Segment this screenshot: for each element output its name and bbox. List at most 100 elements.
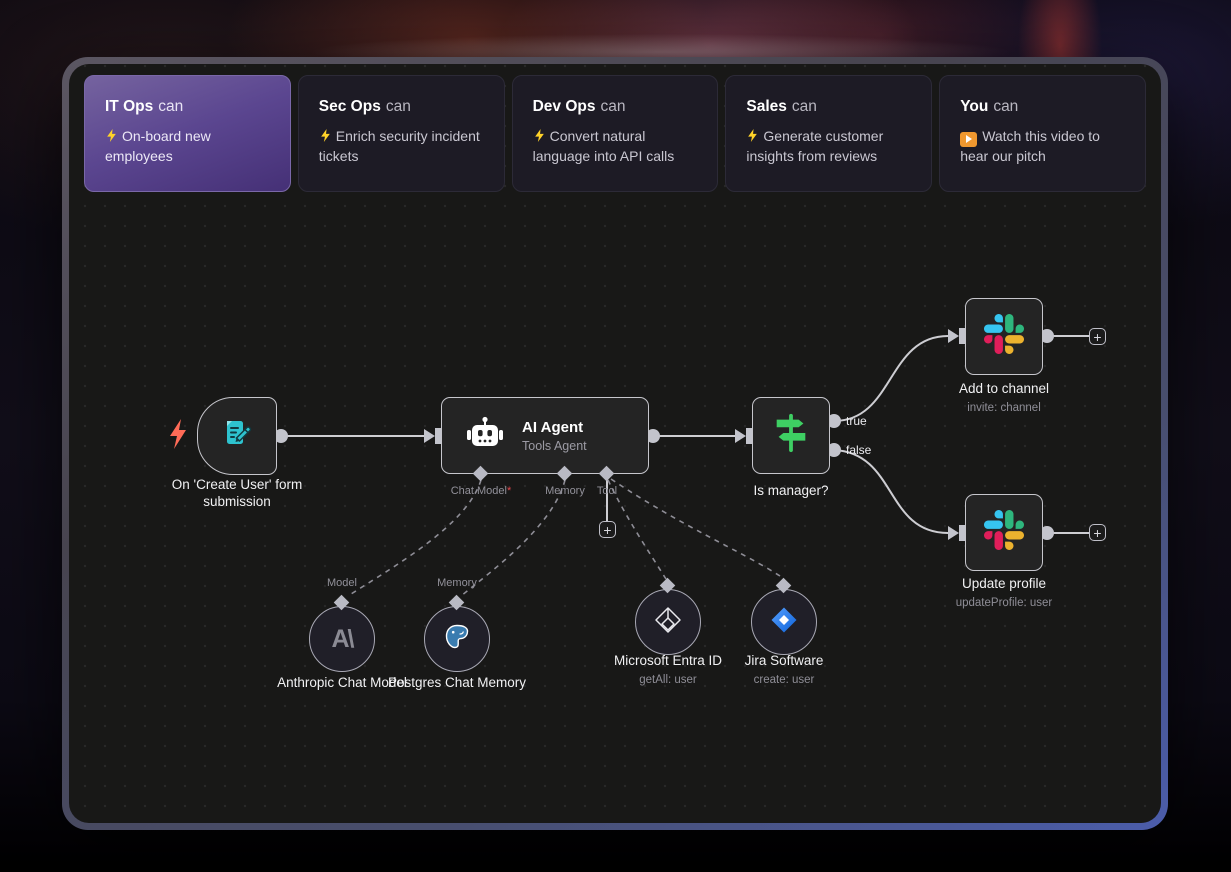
plus-icon: + xyxy=(1093,524,1102,541)
add-tool-button[interactable]: + xyxy=(599,521,616,538)
play-icon xyxy=(960,131,978,147)
node-subtitle: Tools Agent xyxy=(522,438,587,453)
port-out-false[interactable] xyxy=(827,443,841,457)
switch-icon xyxy=(768,412,814,459)
connection-memory-postgres[interactable] xyxy=(460,479,566,597)
sublabel-entra: getAll: user xyxy=(639,673,697,686)
node-is-manager[interactable] xyxy=(752,397,830,474)
node-slack-update-profile[interactable] xyxy=(965,494,1043,571)
tab-description: On-board new employees xyxy=(105,128,211,165)
label-port-chat-model: Chat Model* xyxy=(450,485,512,497)
node-microsoft-entra-id[interactable] xyxy=(635,589,701,655)
port-in-arrow-slack-add xyxy=(948,329,959,343)
tab-verb: can xyxy=(158,98,184,115)
add-node-after-slack-add-button[interactable]: + xyxy=(1089,328,1106,345)
node-postgres-chat-memory[interactable] xyxy=(424,606,490,672)
label-slack-add: Add to channel invite: channel xyxy=(924,381,1084,415)
add-node-after-slack-update-button[interactable]: + xyxy=(1089,524,1106,541)
robot-icon xyxy=(464,416,506,455)
sublabel-slack-update: updateProfile: user xyxy=(955,596,1053,609)
port-out-slack-add[interactable] xyxy=(1040,329,1054,343)
port-in-arrow-agent xyxy=(424,429,435,443)
required-marker: * xyxy=(506,485,512,497)
connection-tool-entra[interactable] xyxy=(607,479,667,580)
postgres-icon xyxy=(442,622,472,657)
tab-audience: Dev Ops xyxy=(532,98,596,115)
connections-layer xyxy=(274,328,1089,597)
label-jira: Jira Software create: user xyxy=(704,653,864,687)
port-in-agent[interactable] xyxy=(435,428,441,444)
zap-icon xyxy=(746,128,759,147)
label-postgres: Postgres Chat Memory xyxy=(387,675,527,690)
connection-tool-jira[interactable] xyxy=(610,478,781,577)
tab-description: Generate customer insights from reviews xyxy=(746,128,884,165)
tab-verb: can xyxy=(791,98,817,115)
port-out-true[interactable] xyxy=(827,414,841,428)
zap-icon xyxy=(533,128,546,147)
sublabel-jira: create: user xyxy=(753,673,815,686)
port-in-switch[interactable] xyxy=(746,428,752,444)
plus-icon: + xyxy=(603,521,612,538)
label-port-memory: Memory xyxy=(545,485,585,497)
port-in-arrow-slack-update xyxy=(948,526,959,540)
tab-description: Enrich security incident tickets xyxy=(318,128,480,165)
label-slack-update: Update profile updateProfile: user xyxy=(924,576,1084,610)
form-icon xyxy=(219,416,255,457)
label-entra: Microsoft Entra ID getAll: user xyxy=(588,653,748,687)
port-in-slack-update[interactable] xyxy=(959,525,965,541)
sublabel-slack-add: invite: channel xyxy=(967,401,1041,414)
zap-icon xyxy=(105,128,118,147)
connection-false-slack-update[interactable] xyxy=(833,449,949,534)
tab-description: Convert natural language into API calls xyxy=(532,128,675,165)
tab-verb: can xyxy=(993,98,1019,115)
node-jira-software[interactable] xyxy=(751,589,817,655)
tab-audience: Sales xyxy=(746,98,787,115)
label-output-false: false xyxy=(846,443,872,457)
label-is-manager: Is manager? xyxy=(753,483,829,498)
tab-verb: can xyxy=(385,98,411,115)
node-title: AI Agent xyxy=(522,418,584,436)
node-slack-add-to-channel[interactable] xyxy=(965,298,1043,375)
port-out-agent[interactable] xyxy=(646,429,660,443)
port-in-arrow-switch xyxy=(735,429,746,443)
node-anthropic-chat-model[interactable]: A\ xyxy=(309,606,375,672)
zap-icon xyxy=(319,128,332,147)
tab-audience: IT Ops xyxy=(105,98,154,115)
port-out-slack-update[interactable] xyxy=(1040,526,1054,540)
label-port-model: Model xyxy=(327,577,357,589)
tab-verb: can xyxy=(600,98,626,115)
node-form-trigger[interactable] xyxy=(197,397,277,475)
connection-true-slack-add[interactable] xyxy=(833,335,949,422)
tab-description: Watch this video to hear our pitch xyxy=(960,128,1100,164)
label-port-tool: Tool xyxy=(596,485,618,497)
label-output-true: true xyxy=(846,414,867,428)
node-ai-agent[interactable]: AI Agent Tools Agent xyxy=(441,397,649,474)
entra-icon xyxy=(653,605,683,640)
slack-icon xyxy=(984,510,1024,555)
label-anthropic: Anthropic Chat Model xyxy=(277,675,407,690)
trigger-bolt-icon xyxy=(168,418,188,455)
tab-audience: You xyxy=(960,98,989,115)
slack-icon xyxy=(984,314,1024,359)
port-out-trigger[interactable] xyxy=(274,429,288,443)
tab-audience: Sec Ops xyxy=(318,98,381,115)
port-in-slack-add[interactable] xyxy=(959,328,965,344)
jira-icon xyxy=(769,605,799,640)
label-form-trigger: On 'Create User' form submission xyxy=(171,477,303,509)
label-port-memory-sub: Memory xyxy=(437,577,477,589)
anthropic-icon: A\ xyxy=(331,624,355,653)
